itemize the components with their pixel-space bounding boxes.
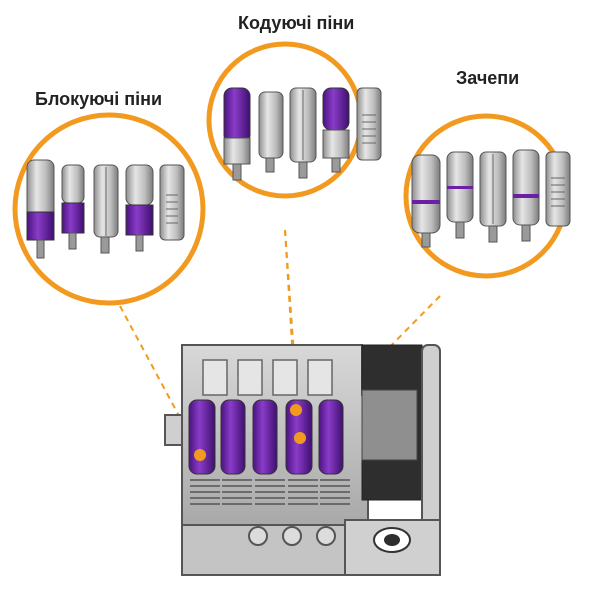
- connector-coding-2: [284, 229, 301, 439]
- callout-hooks: [403, 113, 571, 279]
- callout-coding: [206, 41, 382, 199]
- orange-markers: [194, 404, 306, 461]
- coding-pins-label: Кодуючі піни: [238, 13, 355, 33]
- cylinder-body: [164, 344, 441, 576]
- callout-blocking: [12, 112, 206, 306]
- blocking-pins-label: Блокуючі піни: [35, 89, 163, 109]
- hooks-label: Зачепи: [456, 68, 520, 88]
